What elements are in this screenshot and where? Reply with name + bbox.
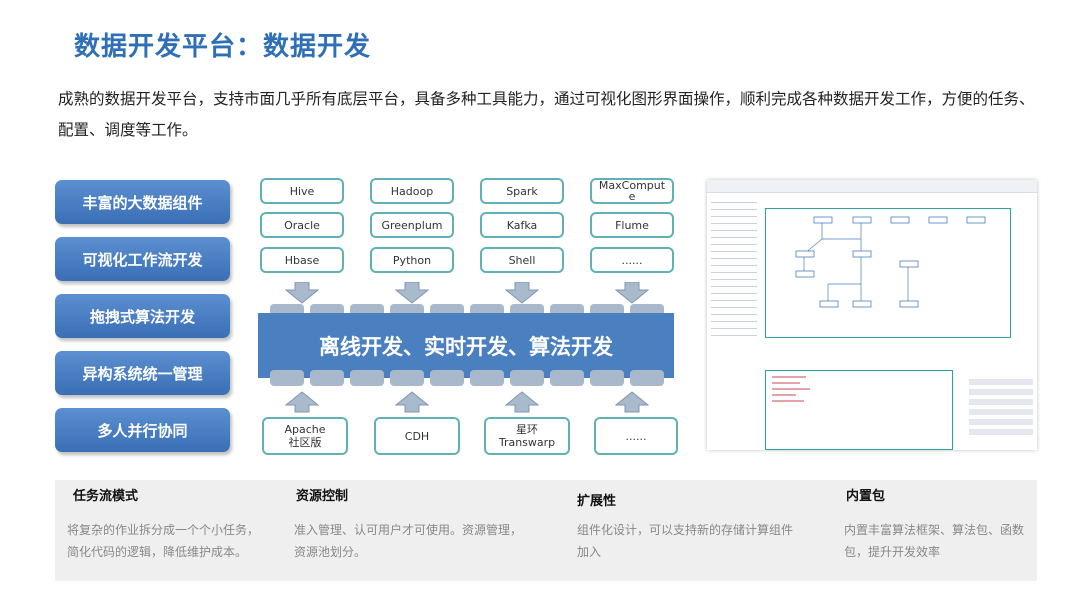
arrow-down-icon — [285, 282, 319, 304]
platform-transwarp: 星环 Transwarp — [484, 417, 570, 455]
band-tab — [590, 370, 624, 386]
arrow-down-icon — [505, 282, 539, 304]
tool-oracle: Oracle — [260, 212, 344, 238]
screenshot-workflow-canvas — [765, 208, 1011, 338]
tool-hadoop: Hadoop — [370, 178, 454, 204]
arrow-up-icon — [615, 391, 649, 413]
tool-kafka: Kafka — [480, 212, 564, 238]
intro-text: 成熟的数据开发平台，支持市面几乎所有底层平台，具备多种工具能力，通过可视化图形界… — [58, 90, 1035, 139]
tool-greenplum: Greenplum — [370, 212, 454, 238]
band-tab — [390, 370, 424, 386]
feature-button-components[interactable]: 丰富的大数据组件 — [55, 180, 230, 224]
feature-heading-extensibility: 扩展性 — [577, 494, 617, 509]
band-tab — [630, 370, 664, 386]
feature-button-algorithm[interactable]: 拖拽式算法开发 — [55, 294, 230, 338]
feature-text-resource: 准入管理、认可用户才可使用。资源管理，资源池划分。 — [294, 523, 523, 559]
screenshot-sidebar — [709, 196, 759, 376]
tool-maxcompute: MaxCompute — [590, 178, 674, 204]
arrow-down-icon — [615, 282, 649, 304]
tool-hive: Hive — [260, 178, 344, 204]
tool-python: Python — [370, 247, 454, 273]
tool-shell: Shell — [480, 247, 564, 273]
screenshot-topbar — [707, 180, 1037, 193]
workflow-graph-icon — [795, 216, 986, 308]
platform-more: ...... — [594, 417, 678, 455]
feature-text-taskflow: 将复杂的作业拆分成一个个小任务，简化代码的逻辑，降低维护成本。 — [67, 523, 260, 559]
tool-spark: Spark — [480, 178, 564, 204]
band-tab — [310, 370, 344, 386]
feature-text-builtin: 内置丰富算法框架、算法包、函数包，提升开发效率 — [844, 523, 1025, 559]
tool-more-top: ...... — [590, 247, 674, 273]
platform-cdh: CDH — [374, 417, 460, 455]
band-tab — [510, 370, 544, 386]
code-lines-icon — [772, 376, 810, 402]
band-tab — [350, 370, 384, 386]
band-tab — [430, 370, 464, 386]
band-tab — [470, 370, 504, 386]
arrow-down-icon — [395, 282, 429, 304]
arrow-up-icon — [505, 391, 539, 413]
feature-text-extensibility: 组件化设计，可以支持新的存储计算组件加入 — [577, 523, 794, 559]
feature-button-heterogeneous[interactable]: 异构系统统一管理 — [55, 351, 230, 395]
platform-apache: Apache 社区版 — [262, 417, 348, 455]
feature-heading-resource: 资源控制 — [296, 489, 349, 504]
screenshot-code-panel — [765, 370, 953, 450]
page-title: 数据开发平台：数据开发 — [74, 32, 372, 62]
tool-flume: Flume — [590, 212, 674, 238]
feature-heading-builtin: 内置包 — [846, 489, 886, 504]
development-band: 离线开发、实时开发、算法开发 — [258, 313, 674, 378]
band-tab — [550, 370, 584, 386]
features-panel: 任务流模式 将复杂的作业拆分成一个个小任务，简化代码的逻辑，降低维护成本。 资源… — [55, 480, 1037, 581]
screenshot-properties — [969, 375, 1033, 445]
product-screenshot — [707, 180, 1037, 450]
feature-heading-taskflow: 任务流模式 — [73, 489, 139, 504]
feature-button-workflow[interactable]: 可视化工作流开发 — [55, 237, 230, 281]
arrow-up-icon — [285, 391, 319, 413]
tool-hbase: Hbase — [260, 247, 344, 273]
feature-button-collaboration[interactable]: 多人并行协同 — [55, 408, 230, 452]
band-tab — [270, 370, 304, 386]
arrow-up-icon — [395, 391, 429, 413]
